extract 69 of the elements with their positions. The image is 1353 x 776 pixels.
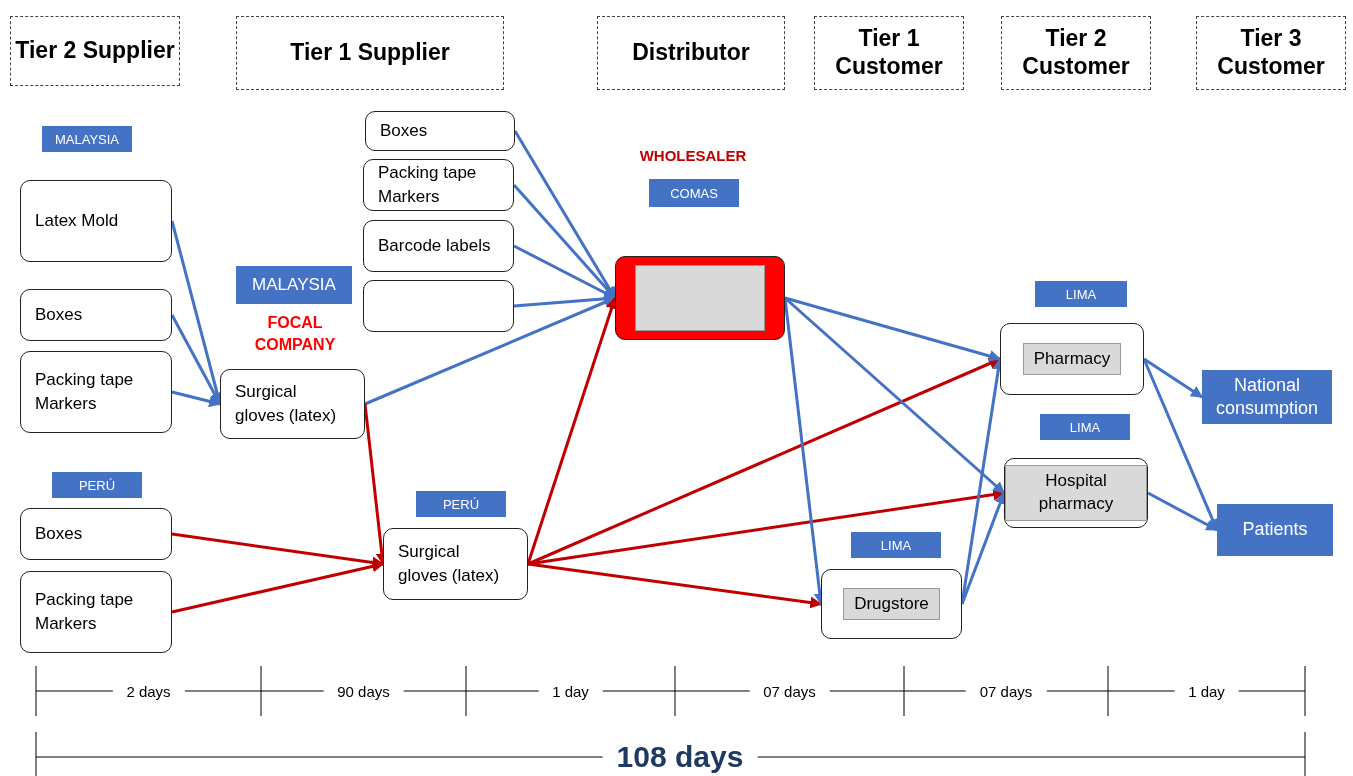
process-box — [20, 180, 172, 262]
location-tag — [851, 532, 941, 558]
column-heading: Tier 1 Customer — [834, 25, 944, 81]
arrow — [171, 560, 385, 614]
focal-company-heading: FOCAL COMPANY — [253, 313, 337, 355]
process-box — [363, 220, 514, 272]
tag-text: LIMA — [1065, 286, 1097, 302]
arrow — [784, 296, 1002, 362]
column-heading: Distributor — [632, 39, 750, 67]
node-text: Latex Mold — [35, 210, 120, 233]
tag-text: MALAYSIA — [252, 275, 336, 295]
process-box — [20, 508, 172, 560]
node-text: Barcode labels — [378, 235, 492, 258]
tag-text: PERÚ — [442, 496, 480, 512]
arrow — [1147, 491, 1219, 532]
node-label: Drugstore — [843, 587, 940, 621]
node-text: Packing tape Markers — [35, 369, 135, 415]
process-box — [20, 289, 172, 341]
node-text: Surgical gloves (latex) — [398, 541, 501, 587]
process-box — [20, 571, 172, 653]
tag-text: MALAYSIA — [54, 131, 120, 147]
end-customer-box — [1202, 370, 1332, 424]
arrow — [960, 491, 1006, 605]
node-label: Hospital pharmacy — [1005, 465, 1147, 521]
arrow — [171, 390, 222, 408]
node-text: Boxes — [380, 120, 429, 143]
arrow — [1143, 357, 1203, 399]
location-tag — [236, 266, 352, 304]
process-box — [220, 369, 365, 439]
node-text: National consumption — [1214, 373, 1320, 420]
process-box — [363, 159, 514, 211]
node-text: Surgical gloves (latex) — [235, 381, 338, 427]
wholesaler-heading: WHOLESALER — [639, 146, 747, 164]
process-box — [1000, 323, 1144, 395]
column-heading: Tier 1 Supplier — [290, 39, 450, 67]
tag-text: LIMA — [880, 537, 912, 553]
location-tag — [1040, 414, 1130, 440]
process-box — [821, 569, 962, 639]
column-header-box — [1001, 16, 1151, 90]
location-tag — [416, 491, 506, 517]
focal-node-box — [615, 256, 785, 340]
process-box — [383, 528, 528, 600]
column-header-box — [236, 16, 504, 90]
node-text: Boxes — [35, 523, 84, 546]
location-tag — [52, 472, 142, 498]
column-header-box — [1196, 16, 1346, 90]
tag-text: PERÚ — [78, 477, 116, 493]
process-box — [1004, 458, 1148, 528]
column-header-box — [814, 16, 964, 90]
arrow — [527, 562, 823, 609]
process-box — [20, 351, 172, 433]
node-text: Packing tape Markers — [378, 162, 478, 208]
node-text: Packing tape Markers — [35, 589, 135, 635]
column-heading: Tier 2 Customer — [1021, 25, 1131, 81]
location-tag — [649, 179, 739, 207]
column-header-box — [597, 16, 785, 90]
column-heading: Tier 2 Supplier — [15, 37, 175, 65]
location-tag — [1035, 281, 1127, 307]
process-box — [363, 280, 514, 332]
process-box — [365, 111, 515, 151]
tag-text: COMAS — [670, 185, 718, 201]
tag-text: LIMA — [1069, 419, 1101, 435]
end-customer-box — [1217, 504, 1333, 556]
column-heading: Tier 3 Customer — [1216, 25, 1326, 81]
node-text: Patients — [1242, 518, 1308, 542]
location-tag — [42, 126, 132, 152]
node-text: Boxes — [35, 304, 84, 327]
column-header-box — [10, 16, 180, 86]
node-label: Pharmacy — [1022, 342, 1122, 376]
